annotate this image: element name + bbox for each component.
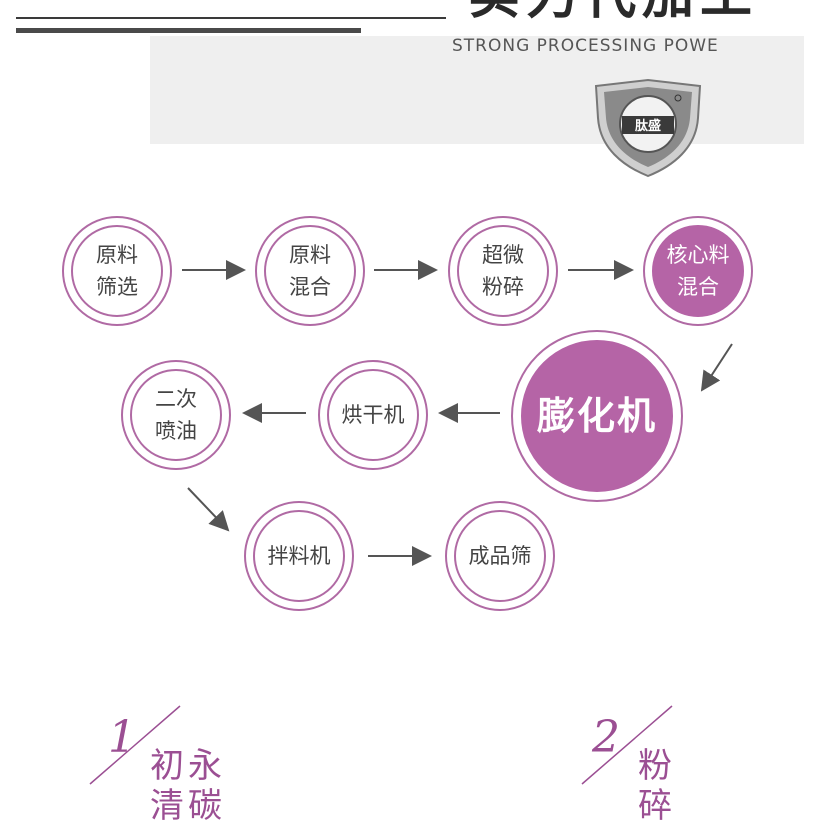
step-label: 原料 筛选: [96, 243, 138, 299]
arrow-7-8: [187, 487, 230, 532]
page-subtitle: STRONG PROCESSING POWE: [452, 36, 719, 56]
step-mixer: 拌料机: [244, 501, 354, 611]
feature-1-number: 1: [108, 712, 136, 763]
step-ultrafine-grinding: 超微 粉碎: [448, 216, 558, 326]
header-rule-thick: [16, 28, 361, 33]
step-core-mixing: 核心料 混合: [643, 216, 753, 326]
step-label: 膨化机: [536, 394, 657, 438]
step-dryer: 烘干机: [318, 360, 428, 470]
step-raw-mixing: 原料 混合: [255, 216, 365, 326]
step-label: 超微 粉碎: [482, 243, 524, 299]
step-label: 拌料机: [267, 544, 331, 568]
feature-1-title: 初永 清碳: [150, 746, 226, 826]
feature-2-number: 2: [592, 712, 620, 763]
header-rule-thin: [16, 17, 446, 19]
process-arrows: [182, 260, 733, 566]
step-label: 烘干机: [341, 403, 405, 427]
step-secondary-oil-spray: 二次 喷油: [121, 360, 231, 470]
step-extruder: 膨化机: [511, 330, 683, 502]
page-title: 实力代加工: [468, 0, 752, 26]
step-raw-screening: 原料 筛选: [62, 216, 172, 326]
step-label: 二次 喷油: [155, 387, 197, 443]
step-label: 成品筛: [468, 544, 532, 568]
feature-2-slash: [581, 705, 673, 785]
feature-1-slash: [89, 705, 181, 785]
step-final-screen: 成品筛: [445, 501, 555, 611]
arrow-4-5: [700, 343, 733, 392]
step-label: 原料 混合: [289, 243, 331, 299]
brand-shield-logo: 肽盛: [588, 78, 708, 178]
step-label: 核心料 混合: [666, 243, 730, 299]
feature-2-title: 粉 碎: [638, 746, 676, 826]
logo-text: 肽盛: [635, 118, 661, 134]
